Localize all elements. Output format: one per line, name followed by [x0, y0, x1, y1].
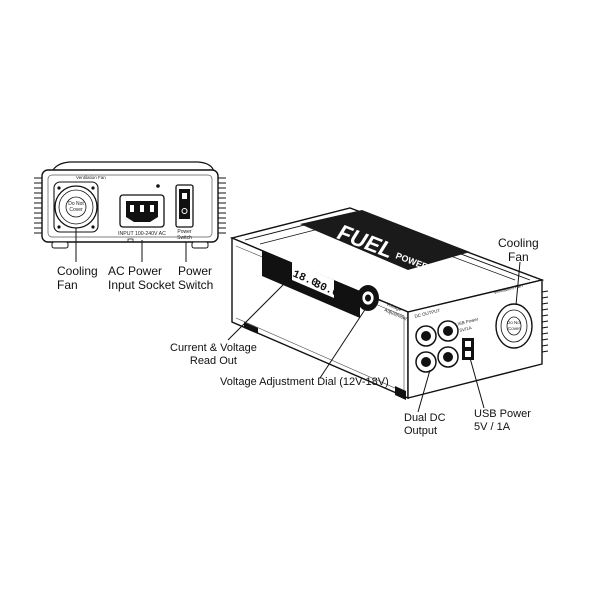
callout-cooling-fan-right-line2: Fan [508, 250, 529, 264]
callout-readout-line1: Current & Voltage [170, 342, 257, 354]
power-switch: Power Switch [175, 184, 194, 241]
callout-ac-power: AC Power Input Socket [108, 264, 175, 292]
callout-usb-power: USB Power 5V / 1A [474, 408, 531, 434]
main-unit: FUEL POWER SUPPLY 18.0 30.0 Voltage Adju… [229, 207, 549, 400]
callout-dual-dc-line1: Dual DC [404, 412, 446, 424]
callout-cooling-fan-left: Cooling Fan [57, 264, 98, 292]
switch-label-2: Switch [177, 235, 192, 241]
callout-dual-dc: Dual DC Output [404, 412, 446, 438]
usb-ports: USB Power 5V/1A [455, 316, 479, 360]
dc-output-label: DC OUTPUT [414, 308, 441, 319]
switch-label-1: Power [177, 229, 192, 235]
callout-readout: Current & Voltage Read Out [170, 342, 257, 368]
input-rating: INPUT 100-240V AC [118, 231, 166, 237]
callout-cooling-fan-left-line2: Fan [57, 278, 78, 292]
callout-power-switch: Power Switch [178, 264, 213, 292]
back-panel: Ventilation Fan Do Not Cover INPUT 100-2… [34, 161, 226, 262]
display-panel: 18.0 30.0 [262, 250, 360, 318]
back-fan-warning-1: Do Not [68, 201, 84, 207]
callout-power-switch-line2: Switch [178, 278, 214, 292]
callout-power-switch-line1: Power [178, 264, 213, 278]
leader-lines [227, 261, 521, 413]
callout-cooling-fan-left-line1: Cooling [57, 264, 98, 278]
callout-cooling-fan-right: Cooling Fan [498, 236, 539, 264]
back-fan-header: Ventilation Fan [76, 175, 106, 180]
dial-label-1: Voltage [385, 301, 402, 313]
usb-port-label-2: 5V/1A [459, 325, 472, 333]
callout-usb-power-line1: USB Power [474, 408, 531, 420]
callout-usb-power-line2: 5V / 1A [474, 421, 511, 433]
callout-ac-power-line1: AC Power [108, 264, 163, 278]
callout-ac-power-line2: Input Socket [108, 278, 175, 292]
back-fan: Ventilation Fan Do Not Cover [53, 175, 106, 233]
side-fan-warning-2: Cover [508, 326, 521, 331]
side-fan-warning-1: Do Not [507, 320, 522, 325]
side-fan: Ventilation Fan Do Not Cover [493, 283, 533, 349]
callout-dial: Voltage Adjustment Dial (12V-18V) [220, 376, 389, 388]
ac-socket: INPUT 100-240V AC [118, 184, 166, 243]
callout-cooling-fan-right-line1: Cooling [498, 236, 539, 250]
dc-outputs: DC OUTPUT [414, 308, 459, 373]
usb-port-label-1: USB Power [455, 316, 479, 327]
callout-readout-line2: Read Out [189, 355, 237, 367]
back-fan-warning-2: Cover [69, 207, 83, 213]
callout-dual-dc-line2: Output [404, 425, 438, 437]
